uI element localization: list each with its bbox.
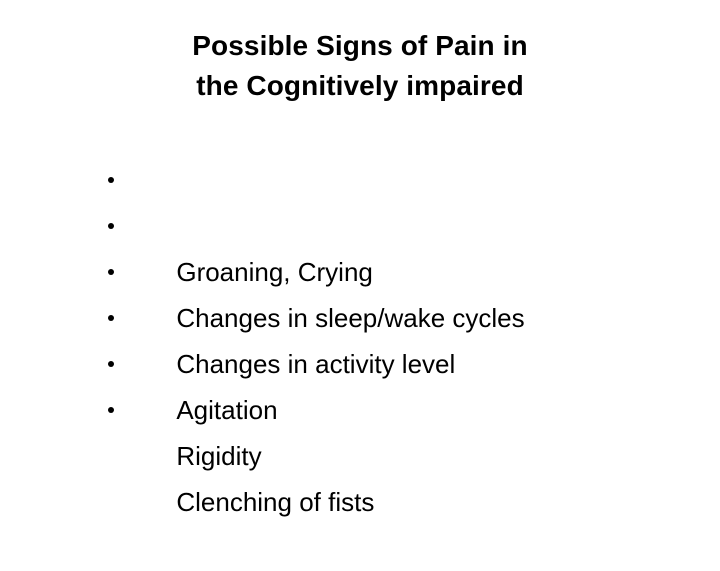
list-item: Changes in activity level xyxy=(100,249,660,379)
list-item-label: Agitation xyxy=(176,395,278,425)
list-item-label: Clenching of fists xyxy=(176,487,375,517)
list-item: Rigidity xyxy=(100,341,660,471)
list-item-label: Changes in activity level xyxy=(176,349,456,379)
bullet-dot-icon xyxy=(108,407,114,413)
list-item-label: Groaning, Crying xyxy=(176,257,373,287)
bullet-dot-icon xyxy=(108,361,114,367)
page-title-line-1: Possible Signs of Pain in xyxy=(192,30,528,61)
list-item: Clenching of fists xyxy=(100,387,660,517)
slide-canvas: Possible Signs of Pain in the Cognitivel… xyxy=(60,26,660,517)
list-item-label: Changes in sleep/wake cycles xyxy=(176,303,525,333)
bullet-dot-icon xyxy=(108,177,114,183)
bullet-dot-icon xyxy=(108,315,114,321)
bullet-dot-icon xyxy=(108,223,114,229)
list-item: Changes in sleep/wake cycles xyxy=(100,203,660,333)
list-item: Groaning, Crying xyxy=(100,157,660,287)
bullet-dot-icon xyxy=(108,269,114,275)
list-item: Agitation xyxy=(100,295,660,425)
page-title-line-2: the Cognitively impaired xyxy=(196,70,524,101)
bullet-list: Groaning, Crying Changes in sleep/wake c… xyxy=(100,157,660,517)
page-title: Possible Signs of Pain in the Cognitivel… xyxy=(60,26,660,106)
list-item-label: Rigidity xyxy=(176,441,262,471)
